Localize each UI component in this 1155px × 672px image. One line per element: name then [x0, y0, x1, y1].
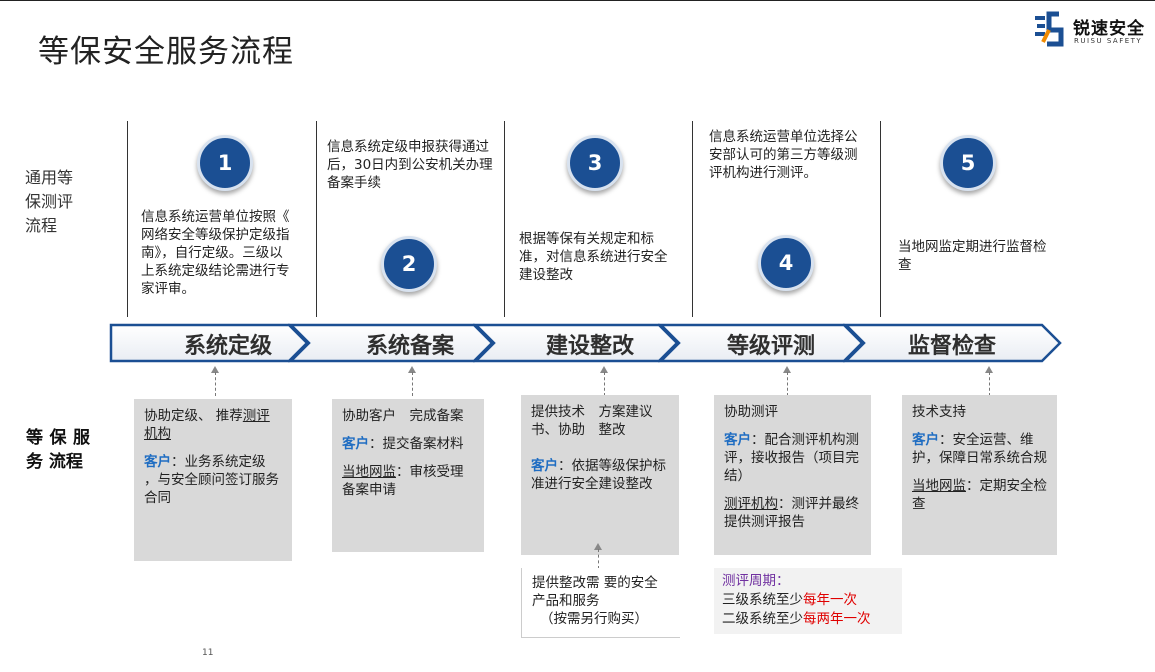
service-process-label: 等 保 服 务 流程	[26, 428, 90, 472]
column-divider	[692, 121, 693, 317]
service-main-text: 技术支持	[912, 404, 966, 420]
customer-text: ：提交备案材料	[369, 436, 464, 452]
cycle-title: 测评周期：	[722, 573, 790, 589]
step-2-circle: 2	[381, 236, 437, 292]
service-box-1: 协助定级、 推荐测评机构 客户：业务系统定级 ，与安全顾问签订服务合同	[134, 399, 292, 561]
service-main-text: 协助测评	[724, 404, 778, 420]
top-border-line	[0, 0, 1155, 1]
dashed-connector	[598, 549, 599, 569]
stage-label-2: 系统备案	[365, 333, 454, 359]
step-2-description: 信息系统定级申报获得通过后，30日内到公安机关办理备案手续	[327, 139, 493, 191]
customer-label: 客户	[144, 454, 171, 470]
stage-chevron	[287, 323, 494, 363]
extra-products-box: 提供整改需 要的安全产品和服务 （按需另行购买）	[521, 568, 680, 638]
assessor-label: 测评机构	[724, 496, 778, 512]
logo-mark-icon	[1035, 11, 1064, 47]
cycle-frequency: 每两年一次	[803, 611, 871, 627]
stage-chevron	[657, 323, 864, 363]
assessment-cycle-box: 测评周期： 三级系统至少每年一次 二级系统至少每两年一次	[714, 568, 902, 634]
stage-chevron	[109, 323, 309, 363]
customer-text: ：配合测评机构测评，接收报告（项目完结）	[724, 432, 859, 484]
local-police-label: 当地网监	[912, 478, 966, 494]
step-3-description: 根据等保有关规定和标准，对信息系统进行安全建设整改	[519, 231, 668, 283]
stage-chevron	[472, 323, 679, 363]
step-5-circle: 5	[940, 135, 996, 191]
step-4-circle: 4	[758, 235, 814, 291]
dashed-connector	[412, 372, 413, 396]
local-police-label: 当地网监	[342, 464, 396, 480]
customer-text: ：依据等级保护标准进行安全建设整改	[531, 458, 666, 492]
assessor-text: ：测评并最终提供测评报告	[724, 496, 859, 530]
column-divider	[880, 121, 881, 317]
step-4-description: 信息系统运营单位选择公安部认可的第三方等级测评机构进行测评。	[709, 129, 858, 181]
up-arrow-icon	[985, 366, 993, 373]
dashed-connector	[787, 372, 788, 396]
extra-products-text: 提供整改需 要的安全产品和服务	[532, 575, 658, 609]
stage-label-3: 建设整改	[545, 333, 634, 359]
customer-label: 客户	[531, 458, 558, 474]
service-main-text: 协助定级、 推荐	[144, 408, 243, 424]
general-process-label: 通用等保测评流程	[25, 168, 74, 235]
customer-label: 客户	[342, 436, 369, 452]
extra-products-note: （按需另行购买）	[540, 611, 648, 627]
step-1-circle: 1	[197, 135, 253, 191]
local-police-text: ：定期安全检查	[912, 478, 1047, 512]
service-box-5: 技术支持 客户：安全运营、维护，保障日常系统合规 当地网监：定期安全检查	[902, 395, 1057, 555]
up-arrow-icon	[408, 366, 416, 373]
customer-label: 客户	[912, 432, 939, 448]
step-5-description: 当地网监定期进行监督检查	[898, 239, 1047, 273]
customer-label: 客户	[724, 432, 751, 448]
up-arrow-icon	[783, 366, 791, 373]
step-1-description: 信息系统运营单位按照《 网络安全等级保护定级指 南》，自行定级。三级以 上系统定…	[141, 209, 303, 297]
stage-label-5: 监督检查	[907, 333, 996, 359]
cycle-line-level3: 三级系统至少每年一次	[722, 591, 894, 610]
local-police-text: ：审核受理备案申请	[342, 464, 464, 498]
stage-label-1: 系统定级	[183, 333, 272, 359]
dashed-connector	[989, 372, 990, 396]
service-box-3: 提供技术 方案建议书、协助 整改 客户：依据等级保护标准进行安全建设整改	[521, 395, 679, 555]
service-main-link-text: 测评机构	[144, 408, 270, 442]
column-divider	[127, 121, 128, 317]
column-divider	[504, 121, 505, 317]
stage-chevron	[842, 323, 1062, 363]
stage-label-4: 等级评测	[726, 333, 815, 359]
cycle-line-text: 三级系统至少	[722, 592, 803, 608]
service-main-text: 协助客户 完成备案	[342, 408, 464, 424]
dashed-connector	[215, 372, 216, 396]
service-main-text: 提供技术 方案建议书、协助 整改	[531, 404, 653, 438]
page-number: 11	[202, 648, 214, 658]
cycle-line-text: 二级系统至少	[722, 611, 803, 627]
up-arrow-icon	[211, 366, 219, 373]
page-title: 等保安全服务流程	[38, 34, 294, 70]
up-arrow-icon	[600, 366, 608, 373]
dashed-connector	[604, 372, 605, 396]
logo-subtitle: RUISU SAFETY	[1074, 37, 1143, 45]
process-arrow-bar	[109, 323, 1062, 363]
service-box-4: 协助测评 客户：配合测评机构测评，接收报告（项目完结） 测评机构：测评并最终提供…	[714, 395, 871, 555]
cycle-frequency: 每年一次	[803, 592, 857, 608]
column-divider	[316, 121, 317, 317]
up-arrow-icon	[594, 543, 602, 550]
customer-text: ：安全运营、维护，保障日常系统合规	[912, 432, 1047, 466]
cycle-line-level2: 二级系统至少每两年一次	[722, 610, 894, 629]
customer-text: ：业务系统定级 ，与安全顾问签订服务合同	[144, 454, 279, 506]
service-box-2: 协助客户 完成备案 客户：提交备案材料 当地网监：审核受理备案申请	[332, 399, 484, 552]
logo-name: 锐速安全	[1073, 19, 1145, 39]
company-logo: 锐速安全 RUISU SAFETY	[1033, 10, 1151, 50]
step-3-circle: 3	[567, 135, 623, 191]
